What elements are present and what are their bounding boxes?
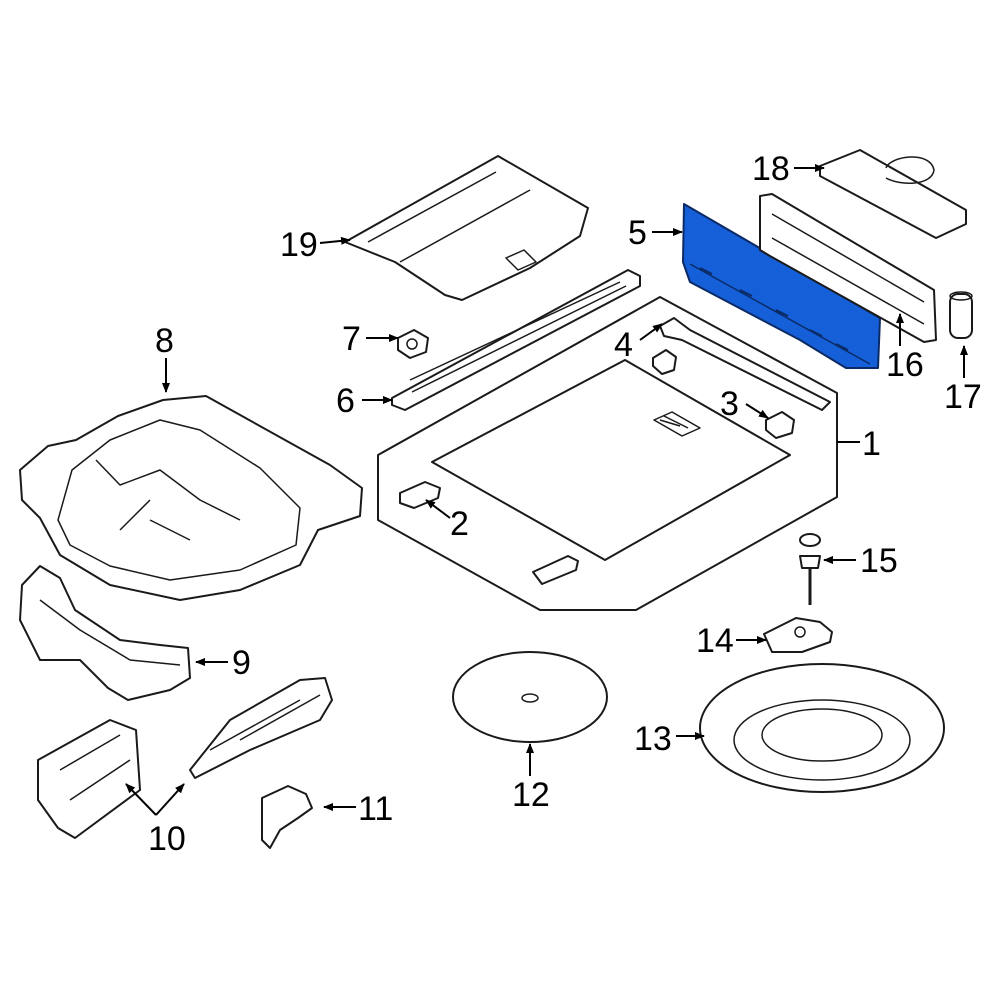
callout-12: 12 [512,776,550,814]
callout-9: 9 [232,644,251,682]
callout-18: 18 [752,150,790,188]
part-7-nut[interactable] [397,329,429,359]
part-13-spare-tire-tub[interactable] [699,663,945,793]
part-18-storage-box[interactable] [819,149,967,239]
callout-17: 17 [944,378,982,416]
callout-14: 14 [696,622,734,660]
callout-8: 8 [155,322,174,360]
part-19-cargo-cover[interactable] [344,155,589,301]
callout-19: 19 [280,226,318,264]
part-5-partition-panel[interactable] [682,203,881,369]
part-14-hold-down-bracket[interactable] [763,617,833,653]
part-9-crossmember[interactable] [19,565,191,701]
callout-3: 3 [720,385,739,423]
part-6-sill-trim[interactable] [391,269,641,411]
callout-5: 5 [628,214,647,252]
callout-16: 16 [886,346,924,384]
callout-labels: 1 2 3 4 5 6 7 8 9 10 11 12 13 14 15 16 1… [148,150,982,858]
part-10-bracket-right[interactable] [189,677,333,779]
part-12-tire-cover[interactable] [452,651,608,743]
part-8-trunk-liner[interactable] [19,395,363,601]
callout-2: 2 [450,505,469,543]
part-3-clip[interactable] [652,349,795,439]
callout-13: 13 [634,720,672,758]
part-10-bracket-left[interactable] [37,719,141,839]
callout-1: 1 [862,425,881,463]
part-16-frame[interactable] [759,193,937,343]
part-17-cylinder[interactable] [949,291,973,339]
part-15-hold-down-bolt[interactable] [799,533,821,605]
callout-10: 10 [148,820,186,858]
part-4-rail[interactable] [659,317,831,411]
callout-7: 7 [342,320,361,358]
part-2-bracket[interactable] [399,481,579,585]
callout-4: 4 [614,326,633,364]
callout-6: 6 [336,382,355,420]
callout-11: 11 [358,790,393,828]
leader-lines [125,164,968,816]
callout-15: 15 [860,542,898,580]
part-1-trunk-floor-panel[interactable] [377,296,838,611]
part-11-bracket[interactable] [261,785,313,849]
